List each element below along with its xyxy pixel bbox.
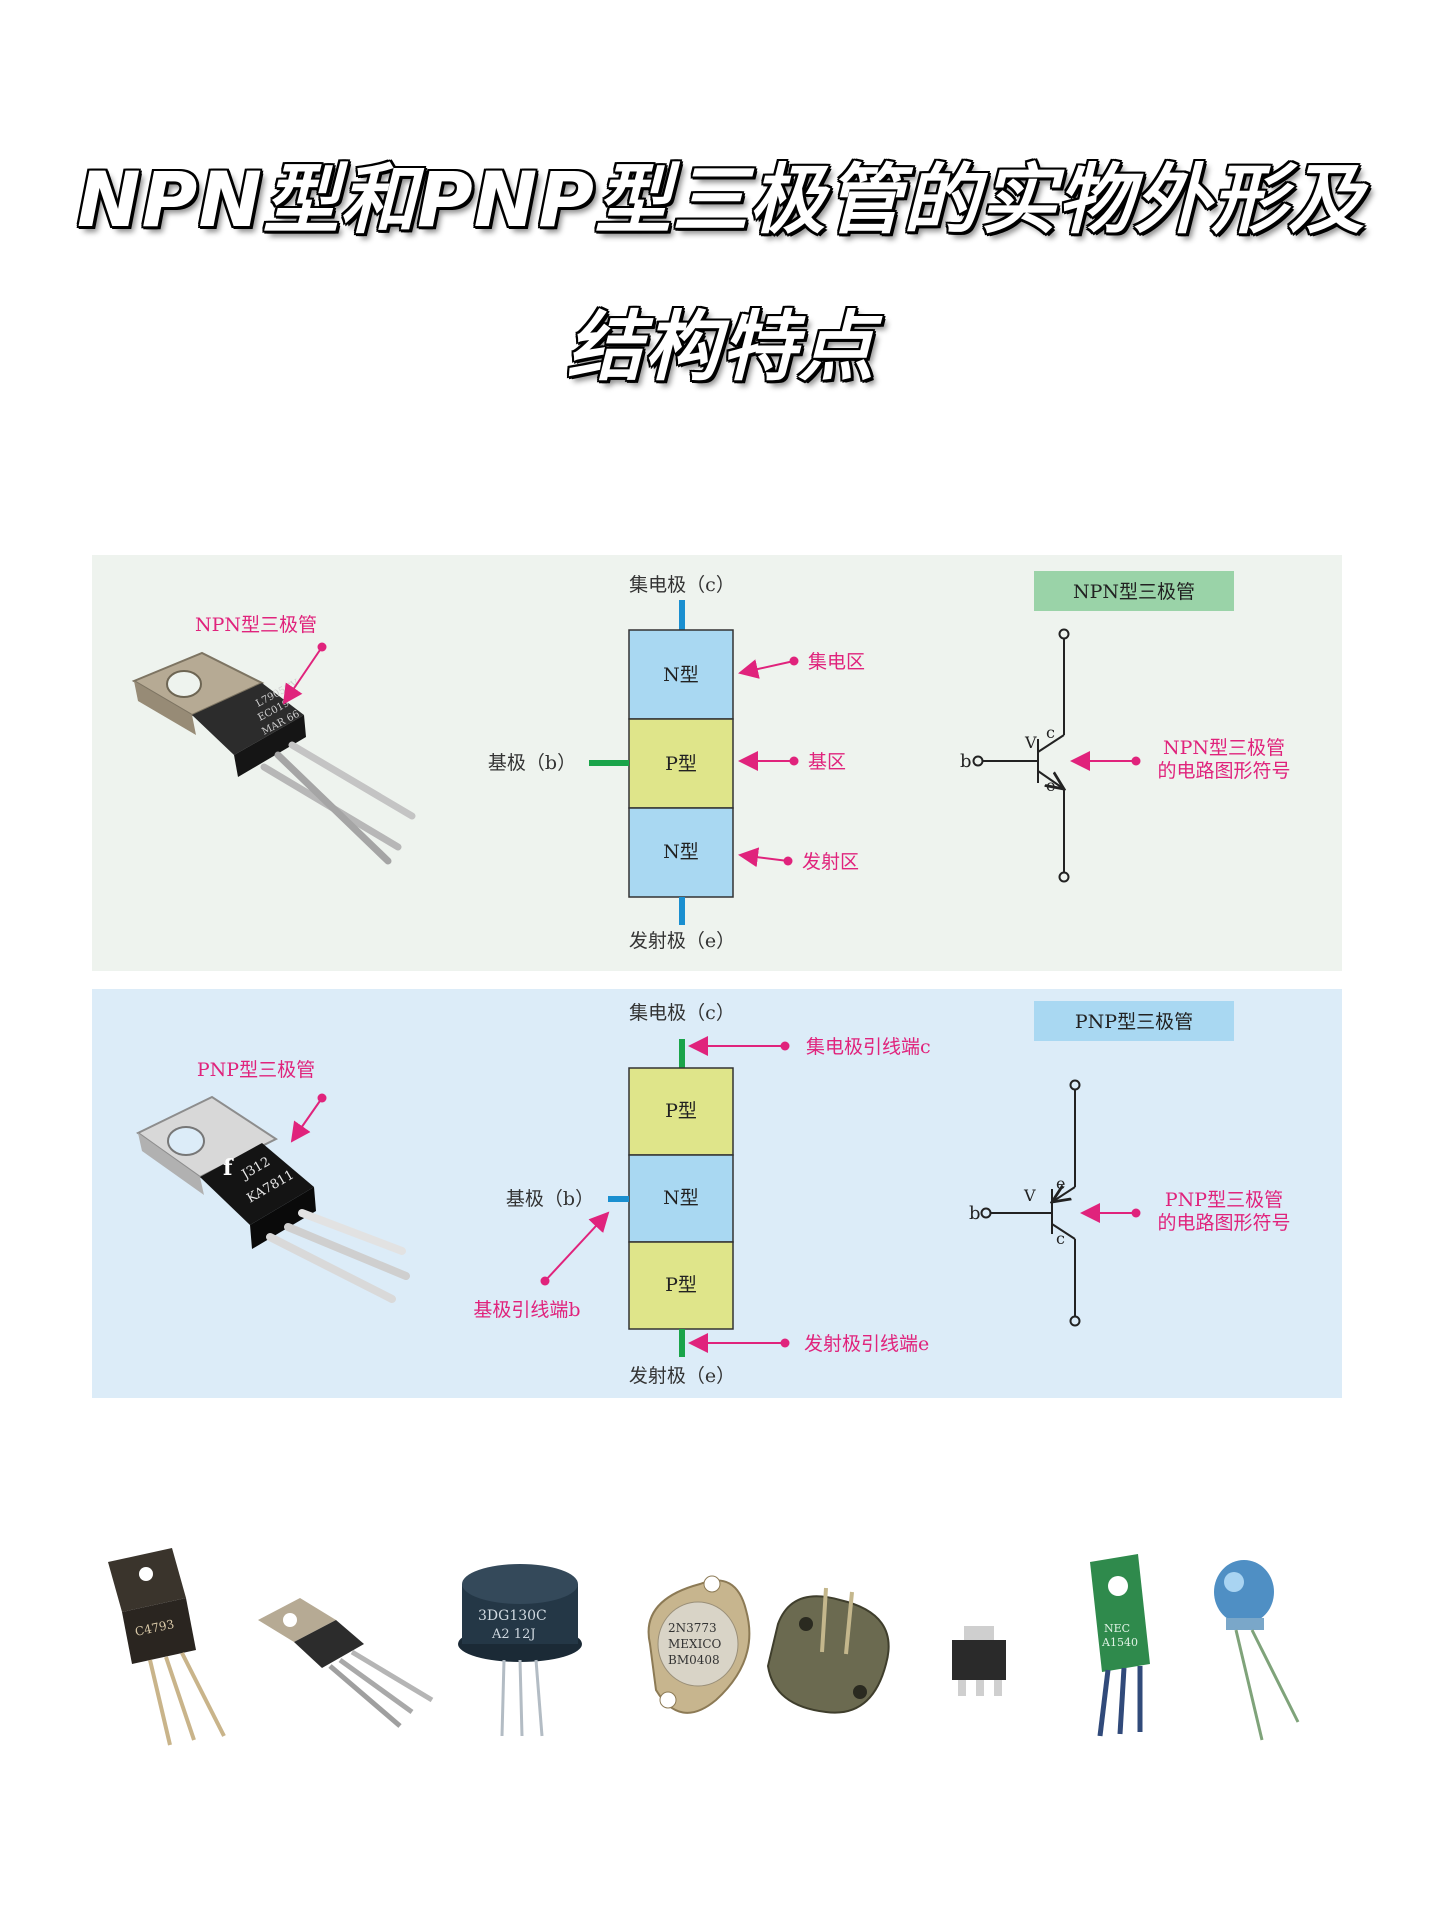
gallery-marking-7: NEC: [1104, 1622, 1130, 1635]
pnp-layer-2-label: N型: [663, 1187, 699, 1209]
npn-layer-base: [628, 718, 734, 809]
pnp-layer-base: [628, 1154, 734, 1243]
gallery-marking-4: 2N3773: [668, 1621, 717, 1635]
npn-pin-c: c: [1046, 723, 1055, 742]
pnp-pin-c: c: [1056, 1229, 1065, 1248]
gallery-marking-5: MEXICO: [668, 1637, 722, 1651]
npn-symbol-title-badge: [1034, 571, 1234, 611]
gallery-transistor-to39: 3DG130C A2 12J: [458, 1564, 582, 1737]
npn-region-emitter: 发射区: [802, 851, 859, 873]
npn-symbol-caption-2: 的电路图形符号: [1157, 760, 1290, 782]
pnp-panel: f J312 KA7811 PNP型三极管 集电极（c） P型 N型 P型 发射…: [92, 989, 1342, 1398]
gallery-marking-6: BM0408: [668, 1653, 720, 1667]
pnp-pin-v: V: [1023, 1186, 1036, 1205]
gallery-transistor-to220: [258, 1598, 434, 1728]
npn-emitter-label: 发射极（e）: [629, 930, 735, 952]
transistor-gallery: C4793 3DG130C A2 12J 2N3773 MEXICO BM040…: [108, 1548, 1300, 1746]
pnp-symbol-title-badge: [1034, 1001, 1234, 1041]
gallery-transistor-smd: [952, 1626, 1006, 1696]
npn-circuit-symbol: [972, 628, 1070, 883]
npn-photo-label: NPN型三极管: [195, 614, 317, 636]
gallery-transistor-to3-back: [766, 1587, 890, 1714]
npn-panel: L7905CV EC019 MAR 66 NPN型三极管 集电极（c） N型 P…: [92, 555, 1342, 971]
npn-pin-v: V: [1024, 733, 1037, 752]
pnp-collector-label: 集电极（c）: [629, 1002, 735, 1024]
page-title-line-1: NPN型和PNP型三极管的实物外形及: [77, 155, 1365, 244]
pnp-pin-b: b: [969, 1203, 981, 1224]
npn-pin-e: e: [1046, 776, 1055, 795]
npn-region-base: 基区: [808, 751, 846, 773]
svg-text:f: f: [223, 1155, 234, 1181]
pnp-layer-collector: [628, 1067, 734, 1156]
pnp-layer-1-label: P型: [665, 1100, 697, 1122]
pnp-symbol-caption-2: 的电路图形符号: [1157, 1212, 1290, 1234]
npn-region-collector: 集电区: [808, 651, 865, 673]
gallery-transistor-to3p: C4793: [108, 1548, 226, 1746]
npn-layer-1-label: N型: [663, 664, 699, 686]
pnp-circuit-symbol: [980, 1079, 1081, 1327]
npn-symbol-caption-1: NPN型三极管: [1163, 737, 1285, 759]
pnp-lead-emitter: 发射极引线端e: [804, 1333, 929, 1355]
npn-layer-3-label: N型: [663, 841, 699, 863]
pnp-base-label: 基极（b）: [506, 1188, 594, 1210]
npn-symbol-title: NPN型三极管: [1073, 581, 1195, 603]
pnp-lead-base: 基极引线端b: [473, 1299, 580, 1321]
pnp-transistor-photo: f J312 KA7811: [136, 1095, 410, 1303]
npn-base-label: 基极（b）: [488, 752, 576, 774]
pnp-lead-collector: 集电极引线端c: [806, 1036, 931, 1058]
npn-layer-2-label: P型: [665, 753, 697, 775]
npn-transistor-photo: L7905CV EC019 MAR 66: [131, 651, 416, 865]
pnp-pin-e: e: [1056, 1174, 1065, 1193]
page-title-line-2: 结构特点: [567, 302, 875, 391]
pnp-layer-emitter: [628, 1241, 734, 1330]
npn-layer-collector: [628, 629, 734, 720]
pnp-photo-label: PNP型三极管: [197, 1059, 315, 1081]
npn-pin-b: b: [960, 751, 972, 772]
npn-collector-label: 集电极（c）: [629, 574, 735, 596]
pnp-layer-3-label: P型: [665, 1274, 697, 1296]
npn-layer-emitter: [628, 807, 734, 898]
gallery-phototransistor: [1214, 1560, 1300, 1741]
pnp-emitter-label: 发射极（e）: [629, 1365, 735, 1387]
gallery-marking-3: A2 12J: [491, 1627, 536, 1642]
pnp-symbol-title: PNP型三极管: [1075, 1011, 1193, 1033]
gallery-transistor-to3-front: 2N3773 MEXICO BM0408: [647, 1575, 751, 1714]
gallery-marking-8: A1540: [1101, 1636, 1138, 1649]
pnp-symbol-caption-1: PNP型三极管: [1165, 1189, 1283, 1211]
gallery-marking-2: 3DG130C: [478, 1608, 547, 1624]
gallery-transistor-to126: NEC A1540: [1090, 1554, 1150, 1737]
